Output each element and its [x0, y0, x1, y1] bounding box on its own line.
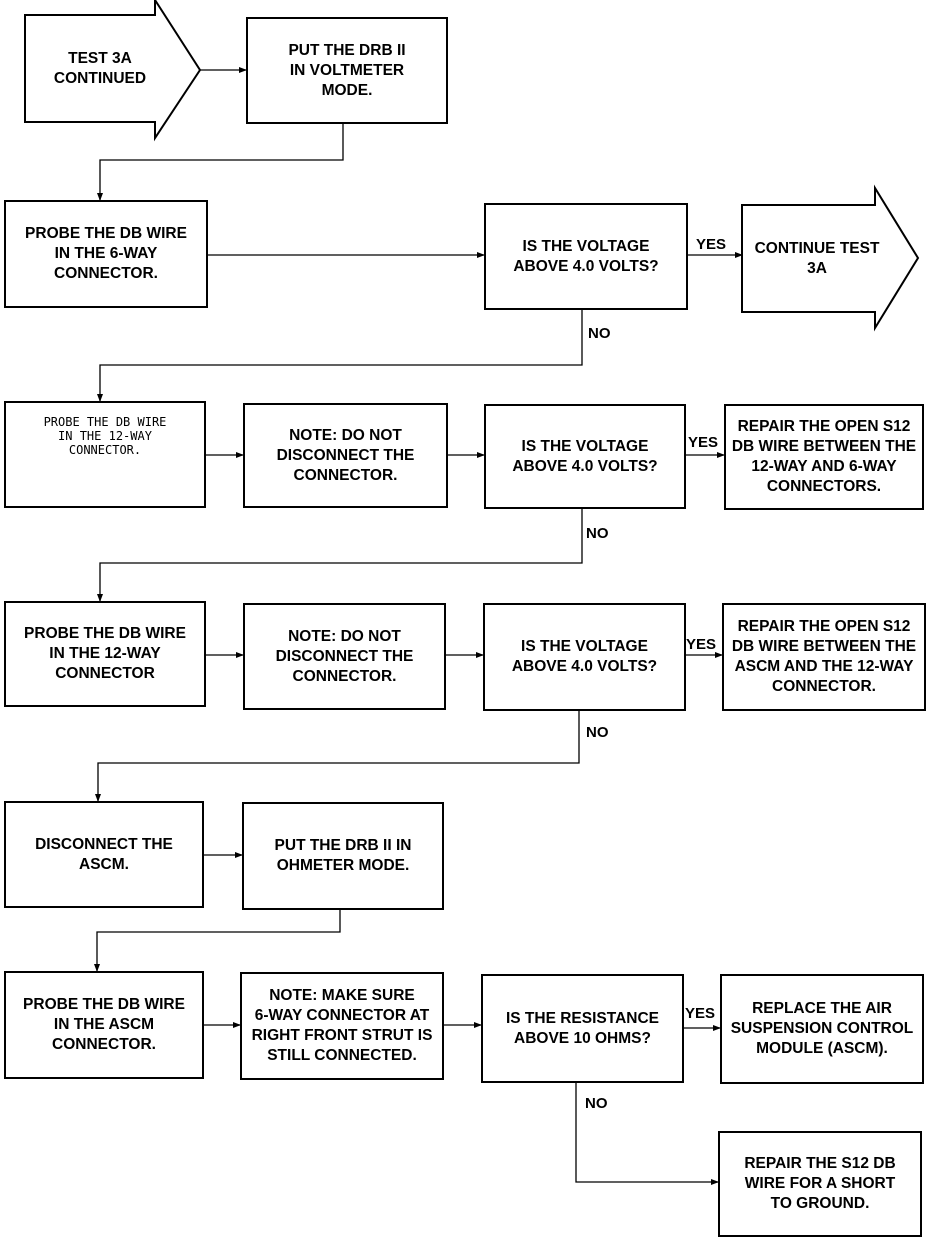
node-continue-test-3a: CONTINUE TEST 3A	[742, 205, 892, 312]
start-arrow-shape	[24, 0, 202, 142]
node-text-line: IS THE RESISTANCE	[505, 1009, 659, 1027]
node-text-line: ABOVE 4.0 VOLTS?	[512, 457, 658, 475]
node-repair-ascm-12way: REPAIR THE OPEN S12 DB WIRE BETWEEN THE AS…	[722, 603, 926, 711]
note-do-not-disconnect-2: NOTE: DO NOT DISCONNECT THE CONNECTOR.	[243, 603, 446, 710]
node-text-line: PROBE THE DB WIRE	[25, 225, 187, 242]
node-probe-12way-b: PROBE THE DB WIRE IN THE 12-WAY CONNECTOR	[4, 601, 206, 707]
node-text-line: TEST 3A	[68, 50, 132, 67]
node-text-line: IN THE ASCM	[53, 1016, 155, 1033]
node-text-line: ABOVE 10 OHMS?	[514, 1029, 651, 1047]
node-text-line: CONNECTOR.	[52, 1036, 156, 1053]
node-text-line: IN THE 12-WAY	[49, 645, 161, 662]
node-text-line: REPLACE THE AIR	[752, 1000, 892, 1017]
label-yes-4: YES	[685, 1005, 716, 1022]
node-text-line: NOTE: MAKE SURE	[269, 987, 415, 1004]
node-text-line: DISCONNECT THE	[276, 446, 415, 464]
note-make-sure-connected: NOTE: MAKE SURE 6-WAY CONNECTOR AT RIGHT F…	[240, 972, 444, 1080]
node-text-line: CONNECTOR.	[772, 678, 876, 695]
node-text-line: PROBE THE DB WIRE	[23, 996, 185, 1013]
node-put-drb-voltmeter: PUT THE DRB II IN VOLTMETER MODE.	[246, 17, 448, 124]
node-text-line: DB WIRE BETWEEN THE	[731, 438, 917, 455]
node-text-line: IN THE 12-WAY	[58, 429, 152, 443]
node-text-line: REPAIR THE OPEN S12	[737, 618, 911, 635]
node-text-line: DISCONNECT THE	[35, 835, 173, 853]
node-text-line: CONNECTOR.	[293, 466, 398, 484]
node-text-line: TO GROUND.	[770, 1195, 870, 1212]
node-text-line: CONNECTORS.	[766, 478, 882, 495]
decision-voltage-1: IS THE VOLTAGE ABOVE 4.0 VOLTS?	[484, 203, 688, 310]
node-test-3a-continued: TEST 3A CONTINUED	[25, 15, 175, 123]
node-text-line: NOTE: DO NOT	[289, 426, 402, 444]
node-put-drb-ohmmeter: PUT THE DRB II IN OHMETER MODE.	[242, 802, 444, 910]
node-disconnect-ascm: DISCONNECT THE ASCM.	[4, 801, 204, 908]
node-text-line: WIRE FOR A SHORT	[744, 1175, 896, 1192]
node-text-line: IS THE VOLTAGE	[522, 237, 650, 255]
node-text-line: OHMETER MODE.	[276, 857, 410, 874]
node-text-line: MODULE (ASCM).	[756, 1040, 888, 1057]
connector-n14-n15	[94, 910, 341, 972]
node-text-line: REPAIR THE OPEN S12	[737, 418, 911, 435]
note-do-not-disconnect-1: NOTE: DO NOT DISCONNECT THE CONNECTOR.	[243, 403, 448, 508]
node-text-line: DISCONNECT THE	[275, 647, 414, 665]
node-probe-6way: PROBE THE DB WIRE IN THE 6-WAY CONNECTOR.	[4, 200, 208, 308]
node-text-line: 3A	[807, 259, 827, 277]
label-yes-2: YES	[688, 434, 719, 451]
decision-resistance: IS THE RESISTANCE ABOVE 10 OHMS?	[481, 974, 684, 1083]
node-text-line: PUT THE DRB II	[288, 41, 406, 59]
node-text-line: SUSPENSION CONTROL	[730, 1020, 914, 1037]
node-text-line: CONTINUED	[53, 70, 147, 87]
node-text-line: PROBE THE DB WIRE	[24, 625, 186, 642]
connector-n1-n2	[97, 124, 344, 201]
label-no-2: NO	[586, 525, 609, 542]
node-text-line: REPAIR THE S12 DB	[744, 1155, 896, 1172]
node-text-line: 12-WAY AND 6-WAY	[751, 458, 897, 475]
connector-n17-n19	[575, 1083, 719, 1185]
node-text-line: STILL CONNECTED.	[267, 1047, 417, 1064]
label-yes-1: YES	[696, 236, 727, 253]
node-repair-short-to-ground: REPAIR THE S12 DB WIRE FOR A SHORT TO GROU…	[718, 1131, 922, 1237]
connector-n3-n5	[97, 310, 583, 402]
node-text-line: DB WIRE BETWEEN THE	[731, 638, 917, 655]
continue-arrow-shape	[741, 184, 920, 332]
node-text-line: 6-WAY CONNECTOR AT	[254, 1007, 430, 1024]
node-text-line: IN VOLTMETER	[289, 61, 405, 79]
label-yes-3: YES	[686, 636, 717, 653]
node-text-line: PROBE THE DB WIRE	[43, 415, 167, 429]
node-text-line: CONNECTOR.	[68, 443, 142, 457]
node-text-line: CONNECTOR	[55, 665, 155, 682]
node-text-line: ASCM AND THE 12-WAY	[734, 658, 914, 675]
node-text-line: IN THE 6-WAY	[54, 245, 158, 262]
node-text-line: NOTE: DO NOT	[288, 627, 401, 645]
label-no-1: NO	[588, 325, 611, 342]
node-text-line: IS THE VOLTAGE	[521, 638, 648, 655]
node-text-line: ASCM.	[79, 855, 129, 873]
decision-voltage-3: IS THE VOLTAGE ABOVE 4.0 VOLTS?	[483, 603, 686, 711]
node-text-line: ABOVE 4.0 VOLTS?	[513, 257, 659, 275]
node-text-line: IS THE VOLTAGE	[521, 437, 649, 455]
node-text-line: CONNECTOR.	[292, 667, 397, 685]
node-replace-ascm: REPLACE THE AIR SUSPENSION CONTROL MODULE …	[720, 974, 924, 1084]
connector-n11-n13	[95, 711, 580, 802]
node-text-line: CONTINUE TEST	[754, 239, 880, 257]
connector-n7-n9	[97, 509, 583, 602]
node-probe-ascm: PROBE THE DB WIRE IN THE ASCM CONNECTOR.	[4, 971, 204, 1079]
label-no-3: NO	[586, 724, 609, 741]
node-text-line: CONNECTOR.	[54, 265, 158, 282]
node-text-line: RIGHT FRONT STRUT IS	[251, 1027, 433, 1044]
label-no-4: NO	[585, 1095, 608, 1112]
node-text-line: MODE.	[321, 81, 373, 99]
node-repair-12way-6way: REPAIR THE OPEN S12 DB WIRE BETWEEN THE 12…	[724, 404, 924, 510]
node-text-line: ABOVE 4.0 VOLTS?	[511, 658, 658, 675]
node-text-line: PUT THE DRB II IN	[274, 837, 412, 854]
decision-voltage-2: IS THE VOLTAGE ABOVE 4.0 VOLTS?	[484, 404, 686, 509]
